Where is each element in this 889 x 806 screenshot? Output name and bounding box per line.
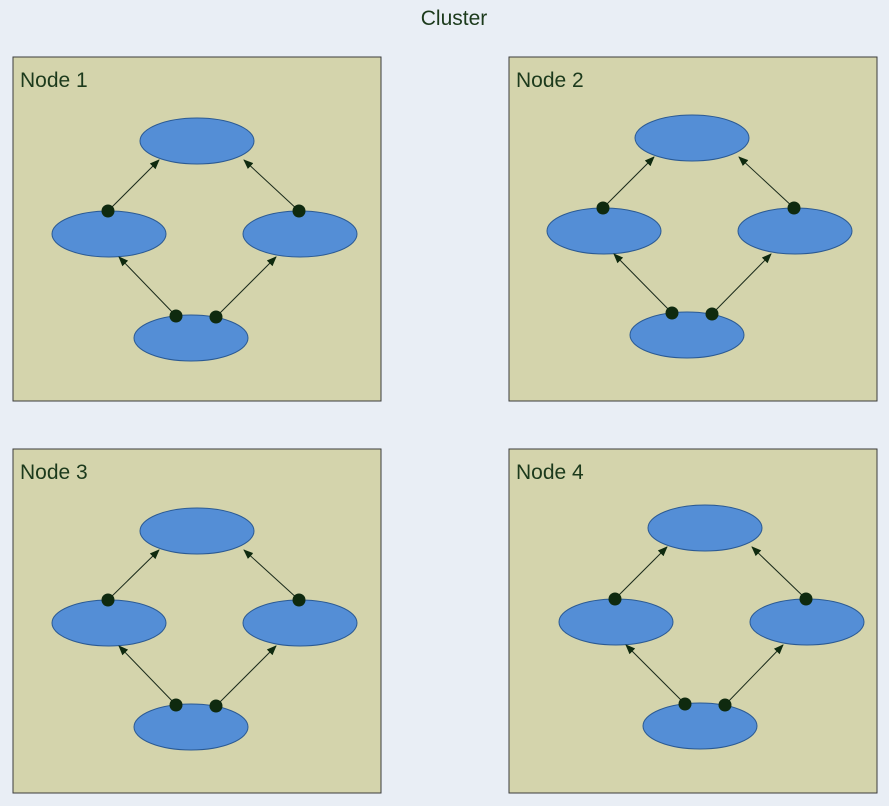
- port-dot-bR: [718, 698, 732, 712]
- port-dot-lTop: [101, 204, 115, 218]
- port-dot-bR: [209, 699, 223, 713]
- node-panel-2: Node 2: [508, 56, 878, 402]
- edge-arrow-4: [215, 256, 277, 318]
- port-dot-rTop: [292, 593, 306, 607]
- node-label: Node 2: [516, 69, 584, 92]
- node-label: Node 1: [20, 69, 88, 92]
- vertex-left: [51, 599, 167, 647]
- vertex-left: [546, 207, 662, 255]
- vertex-bot: [133, 314, 249, 362]
- edge-arrow-3: [118, 256, 177, 317]
- port-dot-bL: [678, 697, 692, 711]
- vertex-top: [634, 114, 750, 162]
- vertex-top: [139, 117, 255, 165]
- vertex-right: [749, 598, 865, 646]
- vertex-right: [737, 207, 853, 255]
- edge-arrow-2: [751, 546, 807, 600]
- edge-arrow-4: [711, 253, 772, 315]
- vertex-left: [558, 598, 674, 646]
- edge-arrow-3: [613, 253, 673, 314]
- diagram-title: Cluster: [421, 7, 488, 30]
- edge-arrow-2: [243, 159, 300, 212]
- vertex-right: [242, 210, 358, 258]
- vertex-bot: [133, 703, 249, 751]
- port-dot-bL: [665, 306, 679, 320]
- edge-arrow-1: [107, 549, 160, 601]
- port-dot-lTop: [608, 592, 622, 606]
- port-dot-lTop: [596, 201, 610, 215]
- node-panel-1: Node 1: [12, 56, 382, 402]
- port-dot-rTop: [292, 204, 306, 218]
- vertex-top: [139, 507, 255, 555]
- port-dot-bR: [209, 310, 223, 324]
- edge-arrow-1: [614, 546, 668, 600]
- edge-arrow-3: [625, 644, 686, 705]
- vertex-bot: [629, 311, 745, 359]
- edge-arrow-3: [118, 645, 177, 706]
- vertex-bot: [642, 702, 758, 750]
- edge-arrow-2: [738, 156, 795, 209]
- vertex-right: [242, 599, 358, 647]
- node-label: Node 4: [516, 461, 584, 484]
- port-dot-bL: [169, 309, 183, 323]
- port-dot-bR: [705, 307, 719, 321]
- nodes-layer: Node 1 Node 2 Node 3 Node 4: [12, 56, 878, 794]
- edge-arrow-1: [602, 156, 655, 209]
- node-panel-3: Node 3: [12, 448, 382, 794]
- edge-arrow-2: [243, 549, 300, 601]
- port-dot-rTop: [799, 592, 813, 606]
- vertex-left: [51, 210, 167, 258]
- node-panel-4: Node 4: [508, 448, 878, 794]
- edge-arrow-4: [724, 644, 784, 706]
- edge-arrow-4: [215, 645, 277, 707]
- edge-arrow-1: [107, 159, 160, 212]
- vertex-top: [647, 504, 763, 552]
- port-dot-rTop: [787, 201, 801, 215]
- port-dot-lTop: [101, 593, 115, 607]
- node-label: Node 3: [20, 461, 88, 484]
- port-dot-bL: [169, 698, 183, 712]
